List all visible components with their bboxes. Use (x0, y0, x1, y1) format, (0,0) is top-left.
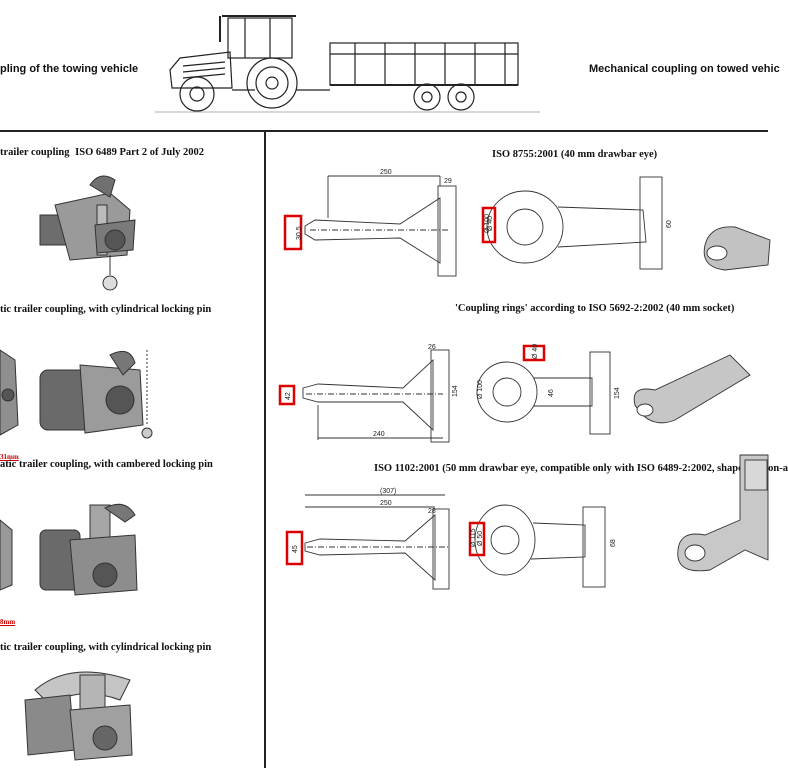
dim-label: 154 (452, 385, 459, 397)
dim-label: 250 (380, 169, 392, 176)
dim-label: Ø 100 (477, 380, 484, 399)
right-section-3-title: ISO 1102:2001 (50 mm drawbar eye, compat… (374, 463, 788, 474)
drawbar-eye-render-1 (703, 226, 771, 271)
dim-label: 46 (548, 389, 555, 397)
coupling-ring-drawing-top-2: Ø 100 Ø 40 46 154 (476, 344, 621, 435)
trailer-coupling-image-2a (0, 349, 19, 436)
left-item-3-note: 8mm (0, 618, 16, 626)
left-item-2-caption: tic trailer coupling, with cylindrical l… (0, 304, 212, 315)
drawbar-eye-drawing-top-1: Ø 100 Ø 40 60 (481, 176, 673, 270)
left-item-2-note: 31mm (0, 453, 19, 461)
trailer-coupling-image-2b (39, 350, 153, 439)
highlight-box (285, 530, 304, 566)
drawbar-eye-drawing-side-1: 250 29 30.5 (283, 169, 457, 277)
highlight-box (278, 384, 296, 406)
dim-label: Ø 100 (484, 214, 491, 233)
trailer-coupling-image-1 (39, 175, 136, 291)
coupling-ring-render-2 (633, 354, 751, 424)
drawbar-eye-drawing-top-3: Ø 115 Ø 50 68 (468, 504, 617, 588)
right-section-1-title: ISO 8755:2001 (40 mm drawbar eye) (492, 149, 658, 160)
dim-label: 60 (666, 220, 673, 228)
header-left-title: pling of the towing vehicle (0, 63, 139, 75)
trailer-coupling-image-3b (39, 503, 138, 596)
dim-label: 154 (614, 387, 621, 399)
right-section-2-title: 'Coupling rings' according to ISO 5692-2… (455, 303, 735, 314)
dim-label: 45 (292, 545, 299, 553)
highlight-box (283, 214, 303, 251)
header-right-title: Mechanical coupling on towed vehic (589, 63, 780, 75)
left-item-1-caption-b: ISO 6489 Part 2 of July 2002 (75, 147, 205, 158)
dim-label: Ø 40 (487, 216, 494, 231)
highlight-box (468, 521, 486, 557)
dim-label: Ø 115 (470, 528, 477, 547)
drawbar-eye-render-3 (677, 454, 769, 572)
trailer-coupling-image-4 (24, 671, 133, 761)
dim-label: Ø 50 (477, 531, 484, 546)
vertical-divider (264, 130, 266, 768)
horizontal-divider (0, 130, 768, 132)
highlight-box (522, 344, 546, 362)
highlight-box (481, 206, 497, 244)
left-item-4-caption: tic trailer coupling, with cylindrical l… (0, 642, 212, 653)
coupling-ring-drawing-side-2: 26 42 154 240 (278, 344, 459, 443)
dim-label: 42 (285, 392, 292, 400)
trailer-coupling-image-3a (0, 519, 13, 591)
dim-label: 250 (380, 500, 392, 507)
dim-label: (307) (380, 488, 396, 495)
tractor-trailer-illustration (155, 15, 540, 113)
drawbar-eye-drawing-side-3: (307) 250 28 45 (285, 488, 450, 590)
dim-label: Ø 40 (532, 344, 539, 359)
dim-label: 240 (373, 431, 385, 438)
dim-label: 68 (610, 539, 617, 547)
left-item-1-caption-a: trailer coupling (0, 147, 70, 158)
left-item-1-caption: trailer coupling ISO 6489 Part 2 of July… (0, 147, 204, 158)
left-item-3-caption: atic trailer coupling, with cambered loc… (0, 459, 213, 470)
dim-label: 26 (428, 344, 436, 351)
dim-label: 30.5 (296, 226, 303, 240)
dim-label: 28 (428, 508, 436, 515)
dim-label: 29 (444, 178, 452, 185)
